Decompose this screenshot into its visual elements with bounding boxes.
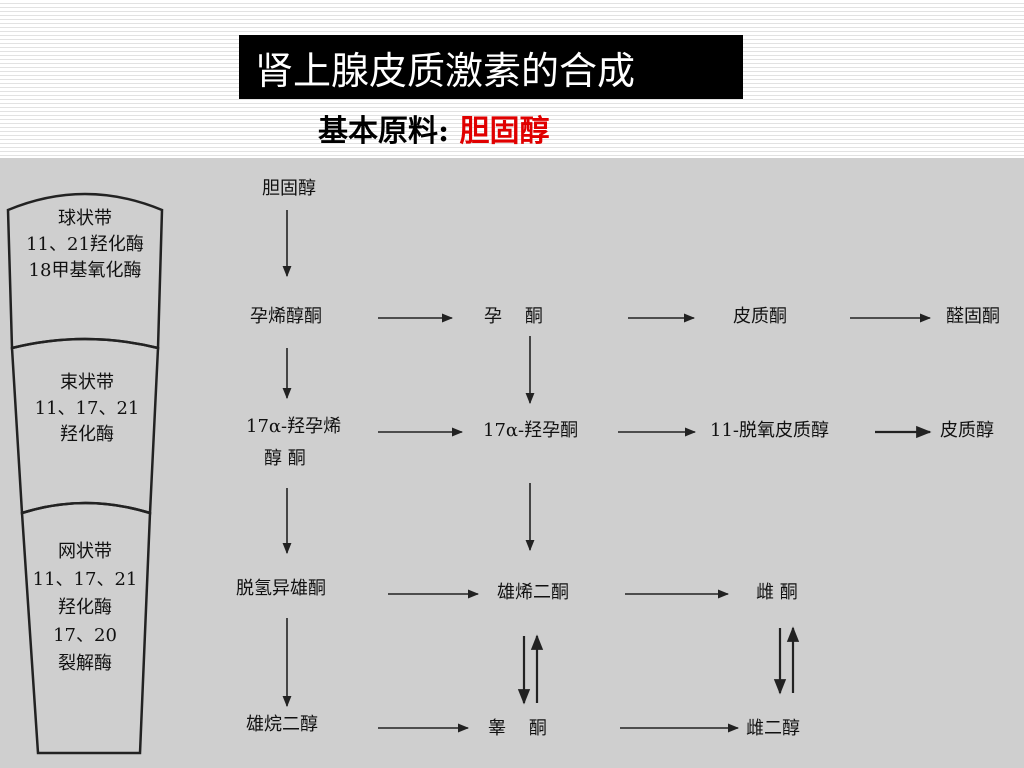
page-title: 肾上腺皮质激素的合成 xyxy=(239,35,743,99)
node-dhea: 脱氢异雄酮 xyxy=(236,578,326,599)
zone-fasciculata: 束状带 11、17、21 羟化酶 xyxy=(12,370,162,448)
node-androstenediol: 雄烷二醇 xyxy=(246,714,318,735)
node-aldosterone: 醛固酮 xyxy=(946,306,1000,327)
node-corticosterone: 皮质酮 xyxy=(733,306,787,327)
node-11-deoxycortisol: 11-脱氧皮质醇 xyxy=(710,420,829,441)
zone-glomerulosa-enzyme-2: 18甲基氧化酶 xyxy=(28,260,142,281)
node-pregnenolone: 孕烯醇酮 xyxy=(250,306,322,327)
zone-reticularis-name: 网状带 xyxy=(58,541,112,562)
node-estrone: 雌 酮 xyxy=(756,582,798,603)
node-17oh-progesterone: 17α-羟孕酮 xyxy=(483,420,579,441)
node-estradiol: 雌二醇 xyxy=(746,718,800,739)
zone-reticularis: 网状带 11、17、21 羟化酶 17、20 裂解酶 xyxy=(10,538,160,678)
zone-reticularis-enzyme-1: 11、17、21 xyxy=(32,569,138,590)
node-androstenedione: 雄烯二酮 xyxy=(497,582,569,603)
zone-fasciculata-enzyme-2: 羟化酶 xyxy=(60,424,114,445)
diagram-lines xyxy=(6,192,932,755)
subtitle: 基本原料: 胆固醇 xyxy=(318,110,550,154)
zone-glomerulosa-name: 球状带 xyxy=(58,208,112,229)
zone-glomerulosa-enzyme-1: 11、21羟化酶 xyxy=(26,234,144,255)
zone-reticularis-enzyme-2: 羟化酶 xyxy=(58,597,112,618)
raw-material-label: 基本原料: xyxy=(318,114,450,149)
node-cortisol: 皮质醇 xyxy=(940,420,994,441)
zone-reticularis-enzyme-3: 17、20 xyxy=(53,625,117,646)
node-17oh-pregnenolone-line2: 醇 酮 xyxy=(264,448,306,469)
zone-fasciculata-enzyme-1: 11、17、21 xyxy=(34,398,140,419)
node-cholesterol: 胆固醇 xyxy=(262,178,316,199)
raw-material-value: 胆固醇 xyxy=(459,114,550,149)
node-progesterone: 孕 酮 xyxy=(484,306,543,327)
zone-outline-reticularis xyxy=(20,501,152,755)
zone-reticularis-enzyme-4: 裂解酶 xyxy=(58,653,112,674)
node-17oh-pregnenolone-line1: 17α-羟孕烯 xyxy=(246,416,342,437)
zone-glomerulosa: 球状带 11、21羟化酶 18甲基氧化酶 xyxy=(10,206,160,284)
zone-fasciculata-name: 束状带 xyxy=(60,372,114,393)
node-testosterone: 睾 酮 xyxy=(488,718,547,739)
synthesis-diagram: 球状带 11、21羟化酶 18甲基氧化酶 束状带 11、17、21 羟化酶 网状… xyxy=(0,158,1024,768)
